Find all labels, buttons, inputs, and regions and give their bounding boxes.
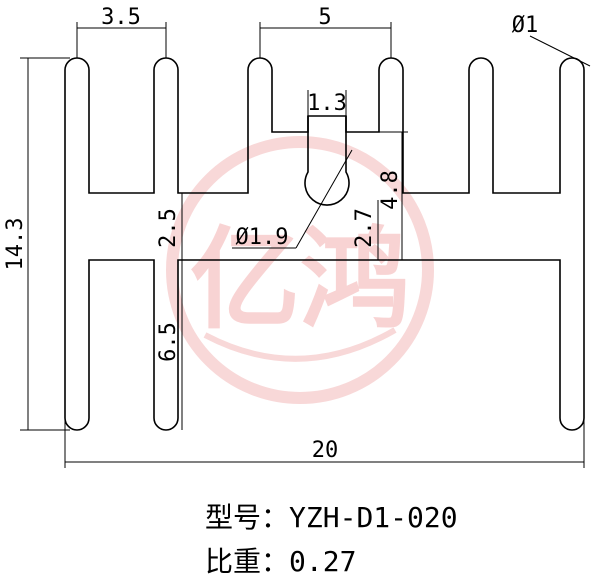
model-label: 型号： [205, 501, 290, 534]
weight-value: 0.27 [289, 545, 357, 578]
dim-label-slot-total: 4.8 [378, 170, 403, 210]
weight-caption: 比重：0.27 [205, 540, 356, 580]
dim-label-lower-height: 6.5 [156, 322, 181, 362]
dim-label-overall-height: 14.3 [3, 218, 28, 271]
model-value: YZH-D1-020 [289, 501, 458, 534]
dim-label-slot-width: 1.3 [307, 91, 347, 116]
dim-label-hole-diameter: Ø1.9 [236, 225, 289, 250]
weight-label: 比重： [205, 545, 290, 578]
watermark-ring [166, 136, 434, 404]
keyhole-slot [304, 116, 350, 206]
dim-label-fin-tip-diameter: Ø1 [512, 13, 539, 38]
dimension-lines [20, 22, 591, 468]
watermark-swoosh [203, 327, 397, 362]
dim-label-overall-width: 20 [312, 438, 339, 463]
watermark-logo-text: 亿鸿 [190, 216, 410, 344]
watermark: 亿鸿 [166, 136, 434, 404]
dim-label-upper-gap: 2.5 [156, 208, 181, 248]
model-caption: 型号：YZH-D1-020 [205, 496, 458, 536]
heatsink-outline [64, 57, 585, 431]
dim-label-center-span: 5 [318, 5, 331, 30]
dim-label-pitch: 3.5 [101, 5, 141, 30]
dim-label-slot-depth: 2.7 [352, 208, 377, 248]
